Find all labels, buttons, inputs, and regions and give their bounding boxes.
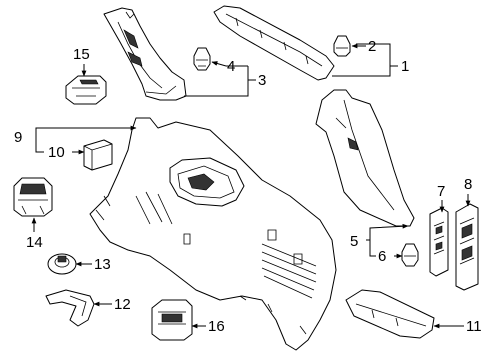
callout-10: 10	[48, 144, 65, 161]
callout-3: 3	[258, 72, 266, 89]
module-14-part	[13, 177, 53, 217]
callout-12: 12	[114, 296, 131, 313]
right-pillar-trim-part	[315, 89, 415, 227]
callout-15: 15	[73, 46, 90, 63]
callout-7: 7	[437, 183, 445, 200]
clip-4-part	[193, 47, 211, 71]
pillar-trim-part	[103, 7, 187, 101]
callout-6: 6	[378, 248, 386, 265]
callout-1: 1	[401, 58, 409, 75]
callout-14: 14	[26, 234, 43, 251]
clip-2-part	[333, 35, 351, 57]
callout-9: 9	[14, 129, 22, 146]
upper-rail-part	[213, 5, 335, 81]
clip-6-part	[401, 243, 419, 267]
callout-2: 2	[368, 38, 376, 55]
callout-8: 8	[464, 176, 472, 193]
callout-11: 11	[466, 318, 482, 335]
callout-5: 5	[350, 233, 358, 250]
trim-8-part	[455, 203, 479, 291]
callout-13: 13	[94, 256, 111, 273]
grommet-13-part	[47, 253, 77, 275]
trim-7-part	[429, 207, 449, 277]
callout-labels: 1 2 3 4 5 6 7 8 9 10 11 12 13 14 15 16	[14, 38, 482, 335]
callout-4: 4	[227, 58, 235, 75]
block-10-part	[83, 139, 113, 171]
bracket-15-part	[65, 75, 107, 105]
clip-16-part	[151, 299, 193, 341]
callout-16: 16	[208, 318, 225, 335]
leader-lines	[31, 43, 471, 329]
quarter-trim-panel-part	[89, 117, 337, 351]
sill-plate-11-part	[345, 289, 435, 339]
hook-12-part	[45, 289, 95, 327]
